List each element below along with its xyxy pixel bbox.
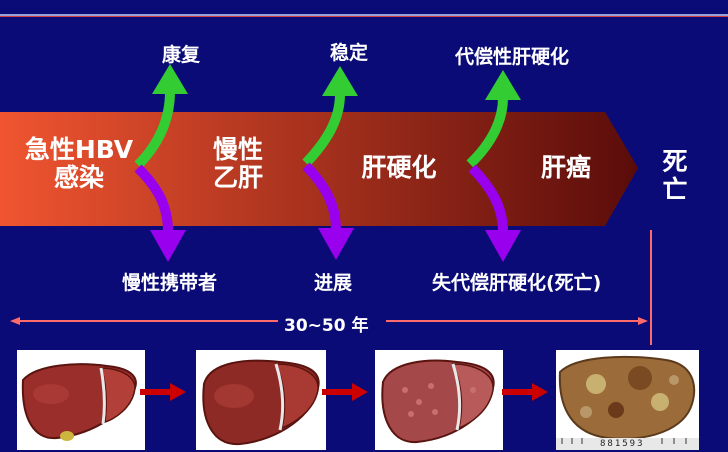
outcome-decompensated-cirrhosis: 失代偿肝硬化(死亡) — [432, 272, 602, 294]
outcome-recovery: 康复 — [162, 44, 201, 66]
liver-image-chronic — [196, 350, 326, 450]
recovery-arrows — [134, 64, 521, 169]
stage-liver-cancer-line1: 肝癌 — [540, 153, 591, 182]
up-arrow-3 — [466, 97, 508, 168]
stage-acute-hbv-line1: 急性HBV — [24, 135, 134, 164]
down-arrow-2-head — [318, 228, 354, 260]
death-char-1: 死 — [662, 147, 688, 176]
stage-chronic-line2: 乙肝 — [212, 163, 263, 192]
header-line — [0, 14, 728, 16]
stage-chronic-line1: 慢性 — [212, 135, 263, 164]
stage-liver-cancer: 肝癌 — [526, 154, 606, 182]
up-arrow-2 — [302, 93, 345, 167]
down-arrow-1-head — [150, 230, 186, 262]
header-line-red — [0, 16, 728, 17]
liver-image-cancer: 881593 — [556, 350, 699, 450]
death-label: 死 亡 — [660, 148, 690, 204]
arrow-icon-2 — [322, 383, 368, 401]
duration-label: 30~50 年 — [284, 316, 369, 336]
stage-cirrhosis-line1: 肝硬化 — [361, 153, 437, 182]
specimen-label: 881593 — [600, 439, 645, 449]
stage-chronic-hepatitis: 慢性 乙肝 — [198, 136, 278, 192]
liver-image-cirrhosis — [375, 350, 503, 450]
liver-image-normal — [17, 350, 145, 450]
stage-acute-hbv: 急性HBV 感染 — [24, 136, 134, 192]
up-arrow-2-head — [322, 66, 358, 96]
down-arrow-3 — [468, 164, 508, 233]
death-char-2: 亡 — [662, 175, 688, 204]
outcome-chronic-carrier: 慢性携带者 — [122, 272, 218, 294]
down-arrow-2 — [302, 162, 341, 231]
progression-arrows — [134, 162, 521, 262]
arrow-icon-3 — [502, 383, 548, 401]
stage-cirrhosis: 肝硬化 — [344, 154, 454, 182]
down-arrow-1 — [134, 164, 173, 233]
outcome-compensated-cirrhosis: 代偿性肝硬化 — [455, 46, 570, 68]
down-arrow-3-head — [485, 230, 521, 262]
up-arrow-3-head — [485, 70, 521, 100]
up-arrow-1 — [134, 91, 175, 169]
outcome-stable: 稳定 — [330, 42, 369, 64]
stage-acute-hbv-line2: 感染 — [53, 163, 104, 192]
arrow-icon-1 — [140, 383, 186, 401]
outcome-progression: 进展 — [314, 272, 353, 294]
timeline — [10, 230, 652, 345]
up-arrow-1-head — [152, 64, 188, 94]
